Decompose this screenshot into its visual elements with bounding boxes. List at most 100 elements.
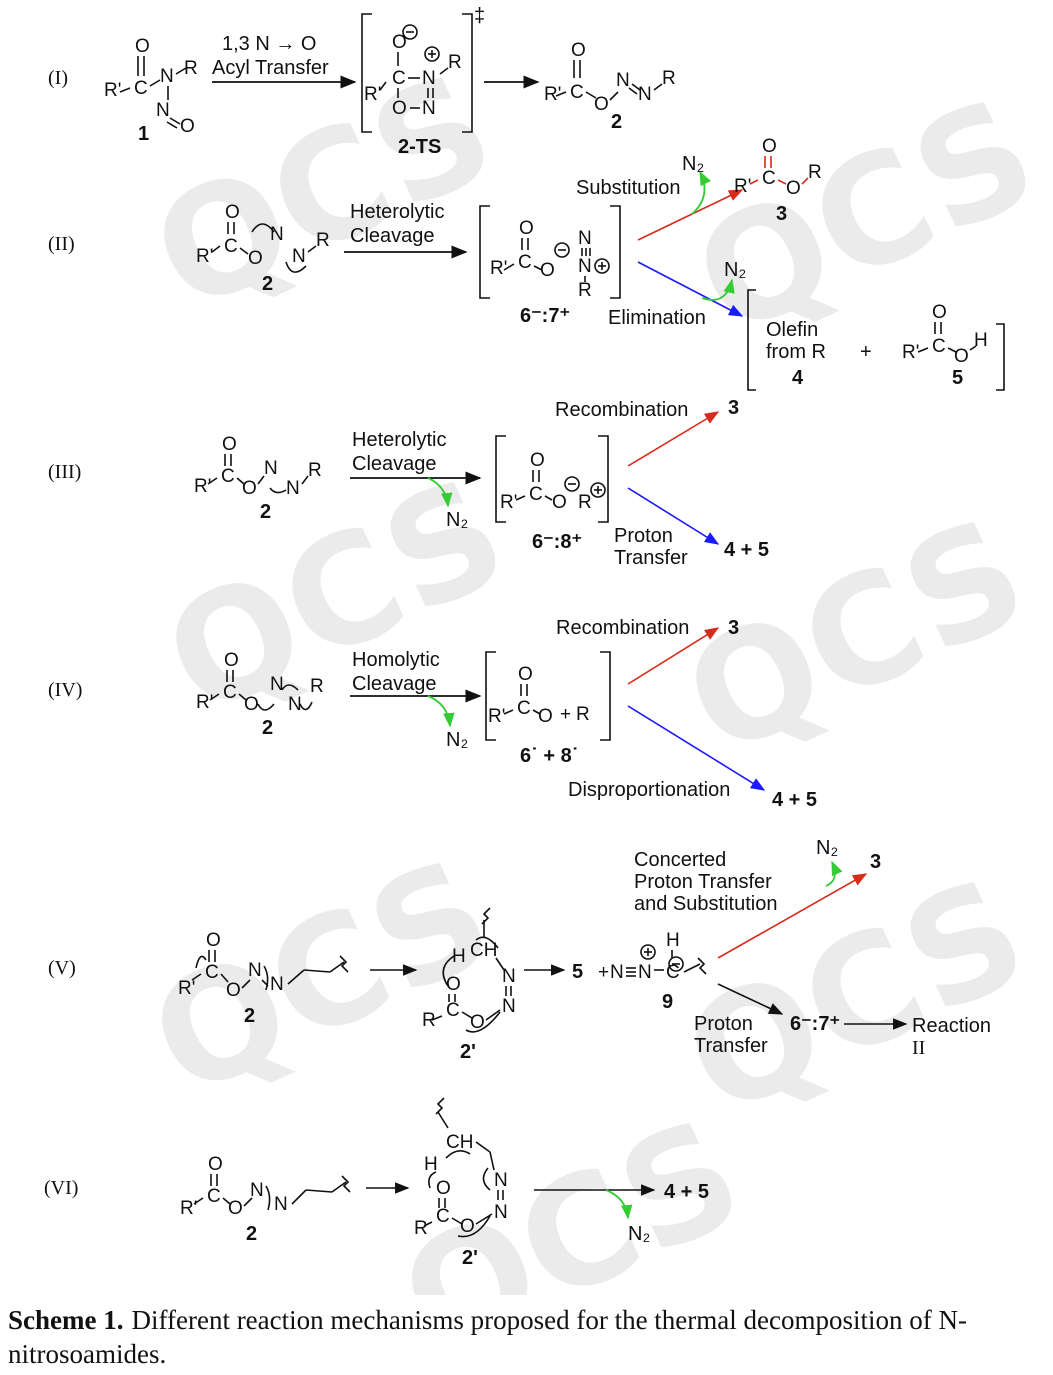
arrow-label: Cleavage: [350, 225, 435, 247]
svg-text:C: C: [570, 82, 584, 103]
svg-text:N: N: [270, 674, 284, 695]
svg-text:N: N: [610, 962, 624, 983]
ion-pair-label: 6⁻:7⁺: [790, 1013, 840, 1035]
svg-text:R': R': [104, 80, 121, 101]
svg-text:O: O: [135, 36, 150, 57]
svg-text:R': R': [544, 84, 561, 105]
reaction-scheme: QCS QCS QCS QCS QCS QCS QCS (I) O C R' N…: [44, 5, 1053, 1295]
svg-text:O: O: [470, 1012, 485, 1033]
n2-loss-arrow: [427, 695, 455, 728]
compound-number: 3: [728, 617, 739, 639]
watermark: QCS: [661, 485, 1050, 790]
svg-text:N: N: [494, 1170, 508, 1191]
compound-number: 4: [792, 367, 804, 389]
svg-text:O: O: [180, 116, 195, 137]
arrow-label: 1,3 N → O: [222, 33, 316, 55]
svg-text:O: O: [226, 980, 241, 1001]
arrow-label: Heterolytic: [352, 429, 446, 451]
mechanism-row-V: (V) O C R' O N N 2 CH H: [48, 837, 991, 1063]
svg-text:R': R': [500, 492, 517, 513]
svg-text:R: R: [422, 1010, 436, 1031]
svg-text:N: N: [250, 1180, 264, 1201]
cyclic-intermediate-structure: CH H N N O C R O: [414, 1097, 508, 1239]
alkyl-diazene-structure: O C R' O N N: [180, 1154, 351, 1219]
cyclic-intermediate-structure: CH H N N O C R O: [422, 907, 516, 1033]
svg-text:O: O: [392, 98, 407, 119]
olefin-label: Olefin: [766, 319, 818, 341]
svg-text:H: H: [666, 930, 680, 951]
reaction-label: II: [912, 1037, 925, 1059]
svg-text:O: O: [248, 248, 263, 269]
svg-text:N: N: [270, 224, 284, 245]
svg-text:C: C: [436, 1206, 450, 1227]
caption-text: Different reaction mechanisms proposed f…: [8, 1305, 967, 1369]
svg-text:O: O: [244, 694, 259, 715]
arrow-label: Acyl Transfer: [212, 57, 329, 79]
intermediate-label: 2': [462, 1247, 478, 1269]
compound-number: 2: [262, 273, 273, 295]
concerted-label: and Substitution: [634, 893, 777, 915]
n2-loss-arrow: [825, 860, 843, 887]
svg-text:O: O: [530, 450, 545, 471]
intermediate-label: 2': [460, 1041, 476, 1063]
svg-text:R: R: [310, 676, 324, 697]
nitrosoamide-structure: O C R' N R N O: [104, 36, 198, 137]
radical-pair-label: 6˙ + 8˙: [520, 745, 578, 767]
svg-text:+: +: [598, 962, 609, 983]
svg-text:N: N: [160, 66, 174, 87]
svg-text:C: C: [932, 336, 946, 357]
svg-text:C: C: [762, 168, 776, 189]
svg-text:R': R': [902, 342, 919, 363]
svg-text:O: O: [224, 650, 239, 671]
svg-text:R': R': [734, 176, 751, 197]
n2-label: N₂: [446, 509, 468, 531]
proton-transfer-label: Transfer: [694, 1035, 768, 1057]
recombination-arrow: [627, 411, 720, 467]
svg-text:N: N: [638, 84, 652, 105]
products-label: 4 + 5: [772, 789, 817, 811]
mechanism-row-III: (III) O C R' O N N R 2 Heterolytic Cleav…: [48, 397, 769, 569]
svg-text:O: O: [762, 136, 777, 157]
recombination-label: Recombination: [555, 399, 688, 421]
svg-text:N: N: [578, 256, 592, 277]
svg-text:H: H: [424, 1154, 438, 1175]
row-label: (I): [48, 67, 68, 89]
svg-text:R: R: [448, 52, 462, 73]
mechanism-row-II: (II) O C R' O N N R 2 Heterolytic Cleava…: [48, 136, 1005, 391]
svg-text:N: N: [288, 694, 302, 715]
ion-pair-label: 6⁻:8⁺: [532, 531, 582, 553]
disproportionation-label: Disproportionation: [568, 779, 730, 801]
svg-text:N: N: [248, 960, 262, 981]
svg-text:O: O: [594, 94, 609, 115]
n2-label: N₂: [446, 729, 468, 751]
watermark: QCS: [129, 41, 518, 346]
n2-label: N₂: [628, 1223, 650, 1245]
compound-number: 2: [611, 111, 622, 133]
ion-pair-structure: O C R' O N N R: [479, 205, 621, 301]
ion-pair-structure: O C R' O R: [495, 435, 609, 523]
proton-transfer-label: Transfer: [614, 547, 688, 569]
caption-label: Scheme 1.: [8, 1305, 124, 1335]
svg-text:R: R: [414, 1218, 428, 1239]
proton-transfer-label: Proton: [694, 1013, 753, 1035]
svg-text:CH: CH: [470, 940, 497, 961]
acyl-diazene-structure: O C R' O N N R: [194, 434, 322, 499]
compound-number: 9: [662, 991, 673, 1013]
ester-structure: O C R' O R: [734, 136, 822, 199]
svg-text:C: C: [224, 236, 238, 257]
svg-text:R': R': [196, 246, 213, 267]
arrow-label: Homolytic: [352, 649, 440, 671]
compound-number: 2: [246, 1223, 257, 1245]
recombination-arrow: [627, 627, 720, 685]
svg-text:R: R: [184, 58, 198, 79]
n2-loss-arrow: [427, 477, 453, 508]
svg-text:R: R: [316, 230, 330, 251]
svg-text:C: C: [134, 78, 148, 99]
compound-number: 2: [262, 717, 273, 739]
svg-text:O: O: [518, 664, 533, 685]
svg-text:C: C: [392, 68, 406, 89]
svg-text:H: H: [974, 330, 988, 351]
svg-text:N: N: [274, 1194, 288, 1215]
compound-number: 2: [260, 501, 271, 523]
compound-number: 3: [728, 397, 739, 419]
